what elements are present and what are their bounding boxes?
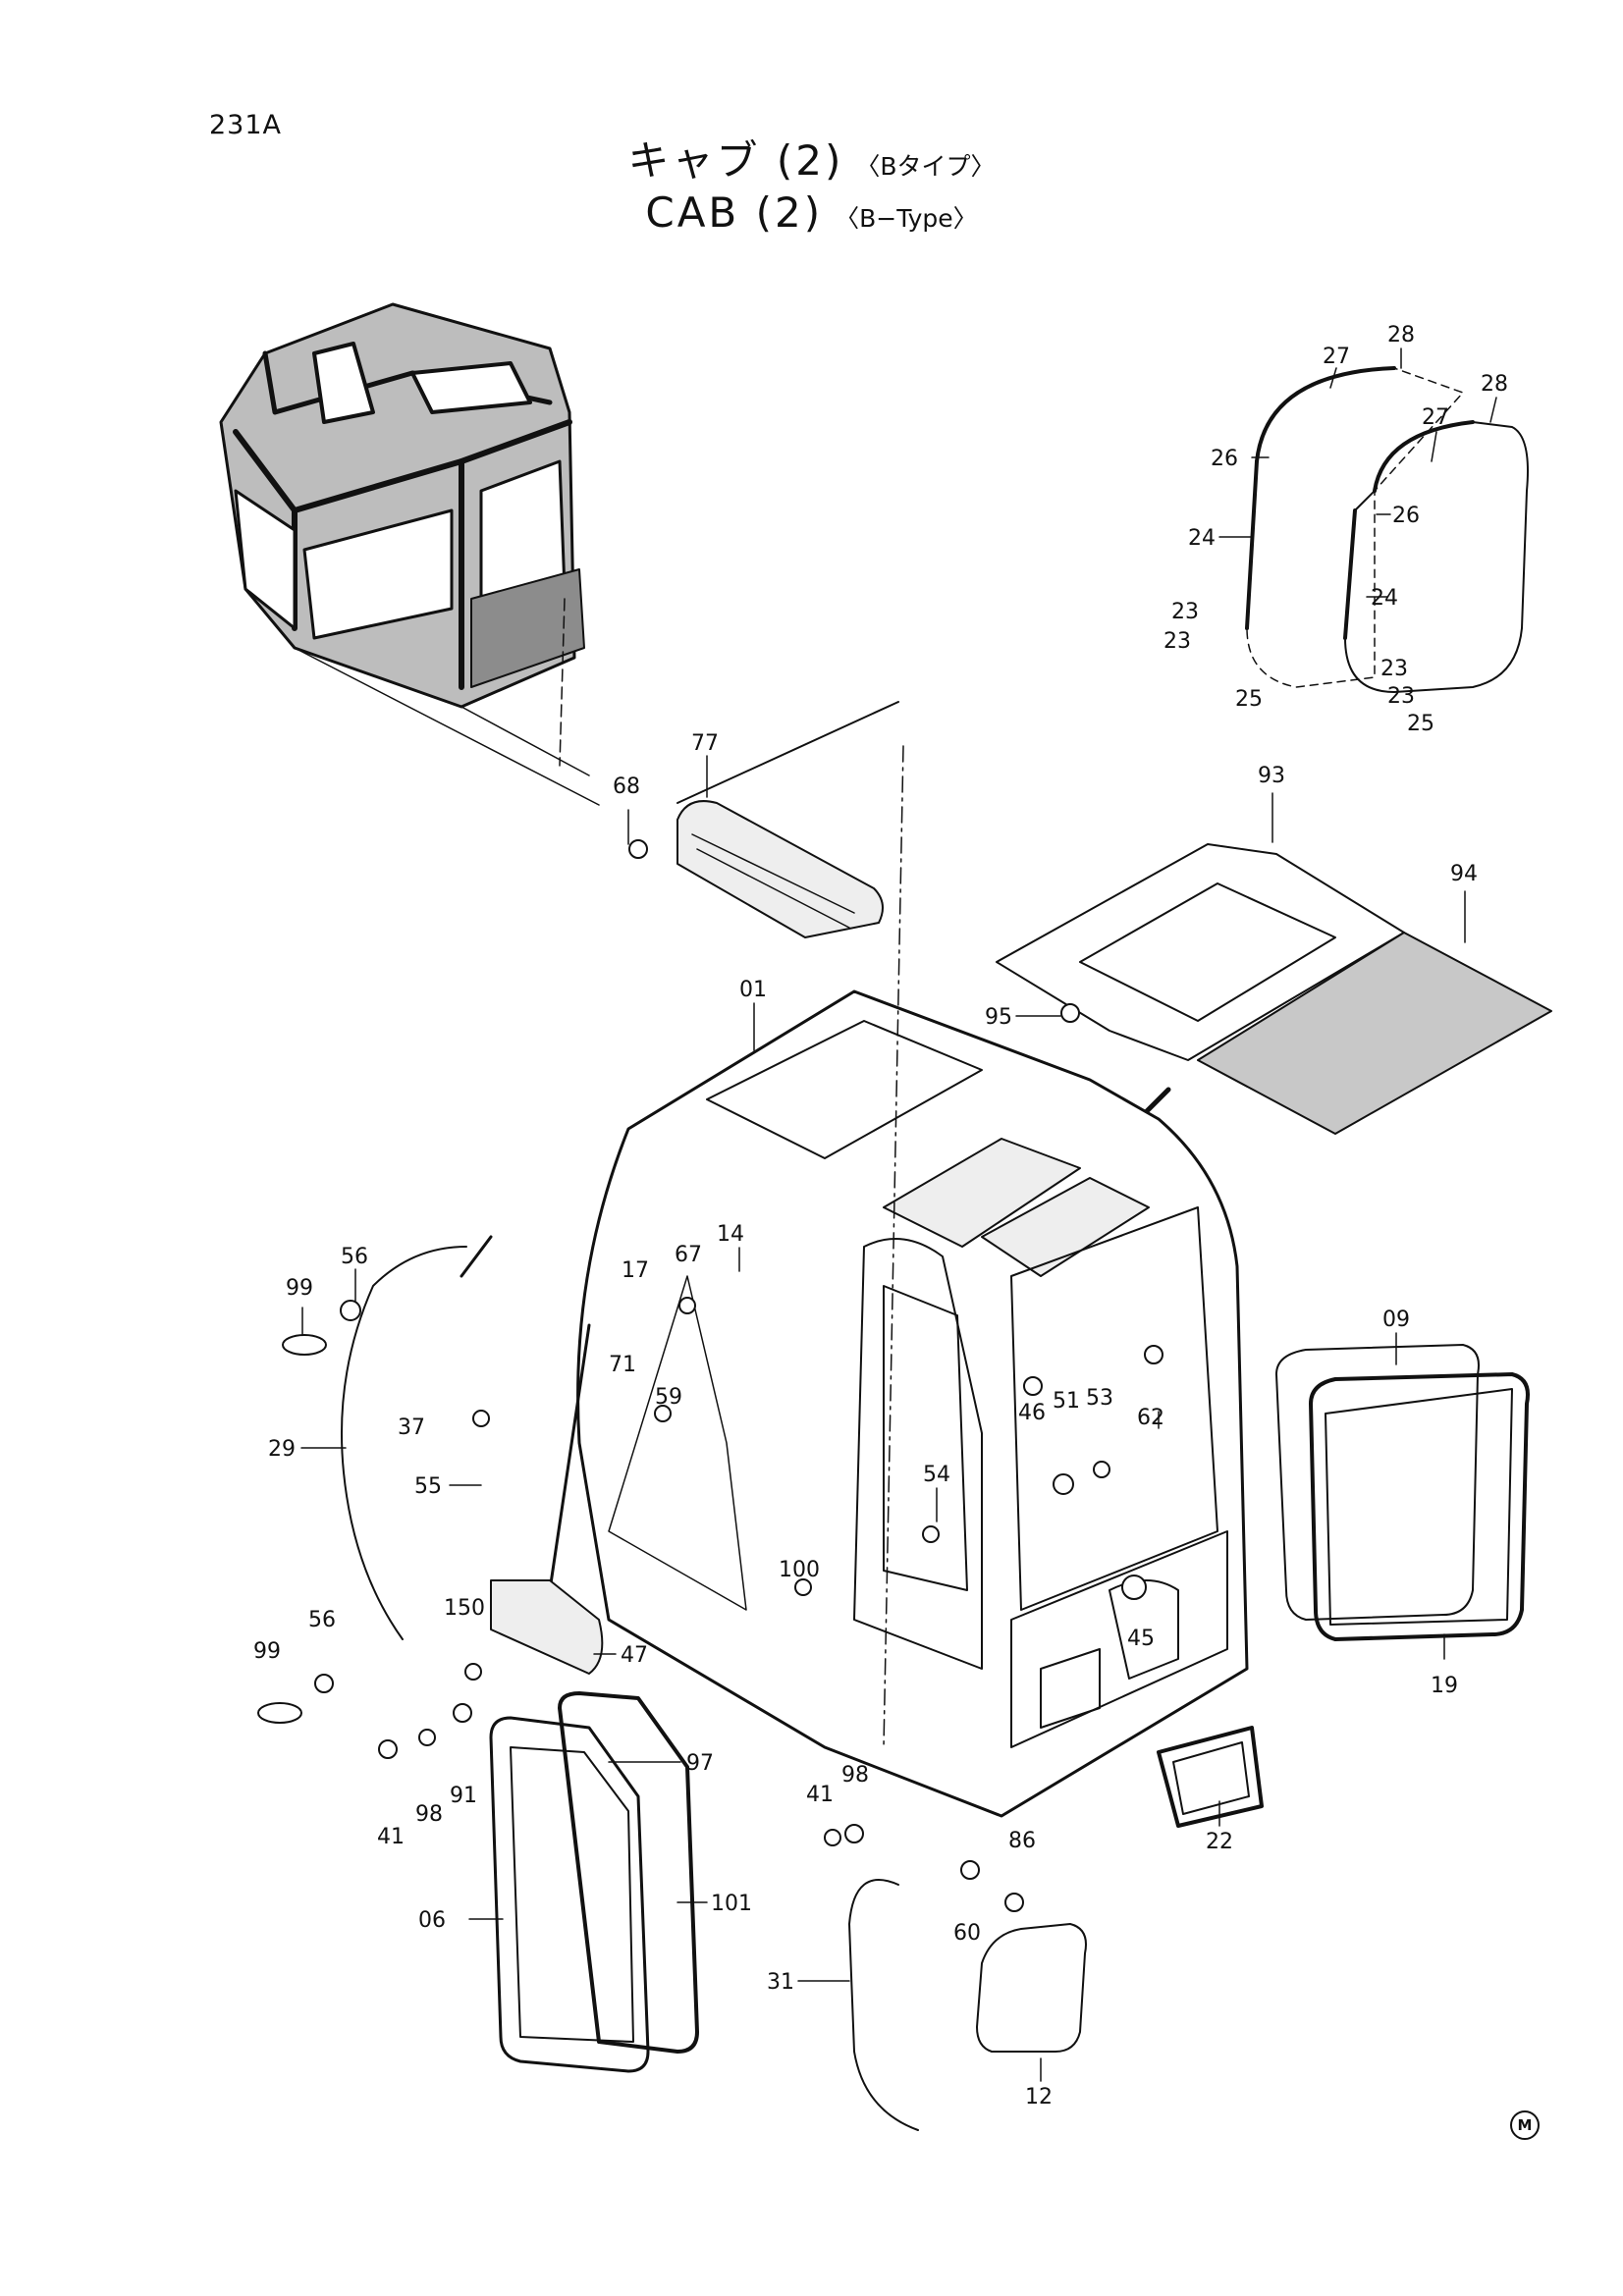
callout-150: 150	[444, 1596, 485, 1621]
callout-98a: 98	[415, 1802, 443, 1827]
manufacturer-mark-letter: M	[1517, 2116, 1533, 2134]
callout-51: 51	[1053, 1389, 1080, 1414]
part-seal-22	[1157, 1726, 1264, 1828]
page-code: 231A	[209, 110, 283, 140]
callout-09: 09	[1382, 1308, 1410, 1332]
title-en: CAB (2) 〈B−Type〉	[0, 187, 1623, 240]
title-jp: キャブ (2) 〈Bタイプ〉	[0, 135, 1623, 187]
callout-28a: 28	[1387, 323, 1415, 347]
callout-27b: 27	[1422, 405, 1449, 430]
callout-23b: 23	[1163, 629, 1191, 654]
title-jp-sub: 〈Bタイプ〉	[855, 152, 996, 181]
callout-24a: 24	[1188, 526, 1216, 551]
callout-24b: 24	[1371, 586, 1398, 611]
callout-47: 47	[621, 1643, 648, 1668]
callout-29: 29	[268, 1437, 296, 1462]
callout-labels: 28 27 28 27 26 26 24 24 23 23 23 23 25 2…	[253, 323, 1508, 2109]
callout-55: 55	[414, 1474, 442, 1499]
callout-25a: 25	[1235, 687, 1263, 712]
callout-91: 91	[450, 1784, 477, 1808]
part-plate-47	[490, 1579, 604, 1675]
callout-22: 22	[1206, 1830, 1233, 1854]
callout-67: 67	[675, 1243, 702, 1267]
callout-26a: 26	[1211, 447, 1238, 471]
callout-71: 71	[609, 1353, 636, 1377]
callout-99b: 99	[253, 1639, 281, 1664]
callout-46: 46	[1018, 1401, 1046, 1425]
callout-56b: 56	[308, 1608, 336, 1632]
callout-60: 60	[953, 1921, 981, 1946]
callout-62: 62	[1137, 1406, 1164, 1430]
part-window-09-19	[1275, 1344, 1530, 1641]
callout-23c: 23	[1380, 657, 1408, 681]
callout-59: 59	[655, 1385, 682, 1410]
callout-41b: 41	[806, 1783, 834, 1807]
seal-set-illustration	[1245, 366, 1529, 693]
callout-93: 93	[1258, 764, 1285, 788]
callout-28b: 28	[1481, 372, 1508, 397]
part-window-06-101	[489, 1691, 699, 2073]
callout-01: 01	[739, 978, 767, 1002]
callout-23a: 23	[1171, 600, 1199, 624]
callout-95: 95	[985, 1005, 1012, 1030]
part-cover-12	[976, 1923, 1087, 2053]
callout-17: 17	[622, 1258, 649, 1283]
callout-94: 94	[1450, 862, 1478, 886]
part-visor-77	[676, 701, 899, 938]
title-en-main: CAB (2)	[645, 187, 824, 237]
callout-100: 100	[779, 1558, 820, 1582]
callout-97: 97	[686, 1751, 714, 1776]
callout-54: 54	[923, 1463, 950, 1487]
callout-37: 37	[398, 1415, 425, 1440]
callout-41a: 41	[377, 1825, 405, 1849]
callout-14: 14	[717, 1222, 744, 1247]
small-parts	[257, 839, 1163, 1912]
reference-cab-illustration	[219, 302, 600, 806]
callout-68: 68	[613, 774, 640, 799]
part-handrail-31	[848, 1879, 919, 2131]
callout-23d: 23	[1387, 684, 1415, 709]
callout-06: 06	[418, 1908, 446, 1933]
callout-53: 53	[1086, 1386, 1113, 1411]
callout-27a: 27	[1323, 345, 1350, 369]
callout-19: 19	[1431, 1674, 1458, 1698]
part-handrail-29	[341, 1235, 493, 1640]
callout-99a: 99	[286, 1276, 313, 1301]
callout-26b: 26	[1392, 504, 1420, 528]
callout-77: 77	[691, 731, 719, 756]
callout-45: 45	[1127, 1627, 1155, 1651]
callout-98b: 98	[841, 1763, 869, 1788]
part-roof-93-94	[996, 843, 1552, 1151]
leader-lines	[300, 347, 1497, 2082]
page-title: キャブ (2) 〈Bタイプ〉 CAB (2) 〈B−Type〉	[0, 135, 1623, 239]
callout-86: 86	[1008, 1829, 1036, 1853]
title-en-sub: 〈B−Type〉	[835, 203, 978, 233]
callout-25b: 25	[1407, 712, 1434, 736]
title-jp-main: キャブ (2)	[627, 136, 844, 185]
manufacturer-mark: M	[1510, 2110, 1540, 2140]
callout-101: 101	[711, 1892, 752, 1916]
callout-56a: 56	[341, 1245, 368, 1269]
callout-12: 12	[1025, 2085, 1053, 2109]
part-cab-frame-01	[548, 745, 1249, 1818]
callout-31: 31	[767, 1970, 794, 1995]
